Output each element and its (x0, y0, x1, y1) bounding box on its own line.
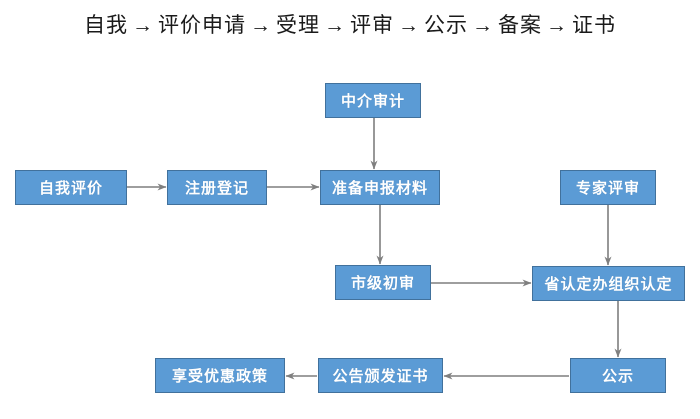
node-self-eval[interactable]: 自我评价 (15, 170, 127, 205)
header-step-5: 备案 (498, 13, 542, 37)
header-step-2: 受理 (276, 13, 320, 37)
node-agency-audit[interactable]: 中介审计 (325, 83, 421, 118)
header-step-0: 自我 (84, 13, 128, 37)
node-publicity[interactable]: 公示 (570, 358, 666, 393)
node-enjoy-policy[interactable]: 享受优惠政策 (155, 358, 285, 393)
process-header-text: 自我→评价申请→受理→评审→公示→备案→证书 (0, 8, 700, 42)
header-step-1: 评价申请 (158, 13, 246, 37)
node-prepare-material[interactable]: 准备申报材料 (320, 170, 440, 205)
node-issue-cert[interactable]: 公告颁发证书 (318, 358, 443, 393)
header-arrow-icon: → (132, 13, 154, 37)
node-province-office[interactable]: 省认定办组织认定 (532, 266, 685, 301)
header-step-4: 公示 (424, 13, 468, 37)
header-step-3: 评审 (350, 13, 394, 37)
header-arrow-icon: → (472, 13, 494, 37)
node-expert-review[interactable]: 专家评审 (560, 170, 656, 205)
header-arrow-icon: → (398, 13, 420, 37)
header-arrow-icon: → (250, 13, 272, 37)
header-arrow-icon: → (324, 13, 346, 37)
node-city-review[interactable]: 市级初审 (335, 265, 431, 300)
header-arrow-icon: → (546, 13, 568, 37)
node-register[interactable]: 注册登记 (167, 170, 267, 205)
header-step-6: 证书 (572, 13, 616, 37)
